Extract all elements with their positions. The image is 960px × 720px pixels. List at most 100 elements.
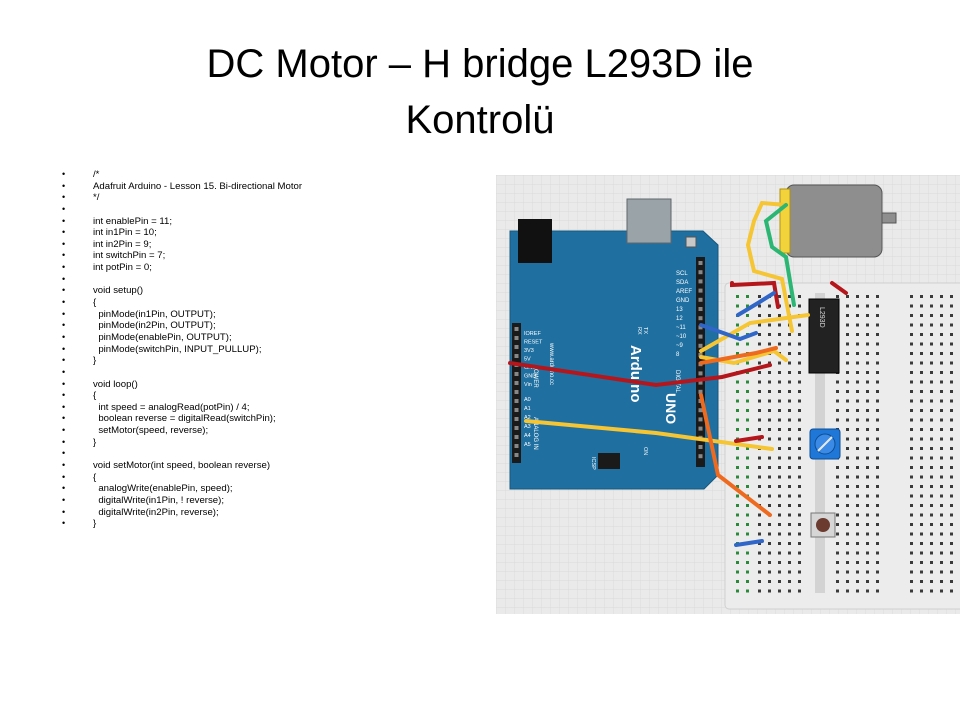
breadboard-hole — [758, 589, 761, 593]
breadboard-hole — [866, 456, 869, 460]
code-line-text: pinMode(enablePin, OUTPUT); — [93, 331, 232, 343]
breadboard-hole — [778, 323, 781, 327]
breadboard-hole — [920, 399, 923, 403]
code-line-text: digitalWrite(in2Pin, reverse); — [93, 506, 219, 518]
code-line-text: } — [93, 355, 97, 367]
power-label: POWER — [532, 365, 538, 388]
breadboard-hole — [940, 314, 943, 317]
breadboard-hole — [798, 380, 801, 384]
bullet-icon: • — [62, 273, 66, 284]
pin-label: IOREF — [524, 331, 541, 337]
analog-label: ANALOG IN — [532, 417, 538, 450]
ic-label: L293D — [818, 307, 825, 328]
breadboard-hole — [876, 513, 879, 517]
bullet-icon: • — [62, 320, 66, 331]
breadboard-hole — [846, 342, 849, 346]
breadboard-hole — [846, 304, 849, 308]
breadboard-hole — [798, 494, 801, 498]
breadboard-hole — [788, 390, 791, 393]
breadboard-hole — [778, 409, 781, 412]
breadboard-hole — [788, 428, 791, 431]
breadboard-hole — [920, 314, 923, 317]
header-pin — [698, 279, 703, 284]
breadboard-hole — [930, 352, 933, 355]
breadboard-hole — [876, 551, 879, 555]
breadboard-hole — [768, 409, 771, 412]
breadboard-hole — [768, 551, 771, 555]
breadboard-hole — [856, 390, 859, 393]
breadboard-hole — [876, 494, 879, 498]
header-pin — [698, 297, 703, 302]
breadboard-hole — [768, 314, 771, 317]
breadboard-hole — [866, 570, 869, 574]
breadboard-hole — [778, 390, 781, 393]
breadboard-hole — [836, 551, 839, 555]
breadboard-hole — [836, 295, 839, 298]
breadboard-hole — [768, 304, 771, 308]
breadboard-hole — [736, 352, 739, 355]
breadboard-hole — [746, 380, 749, 384]
breadboard-hole — [876, 504, 879, 507]
breadboard-hole — [836, 513, 839, 517]
breadboard-hole — [910, 589, 913, 593]
breadboard-hole — [876, 409, 879, 412]
breadboard-hole — [746, 466, 749, 469]
breadboard-hole — [866, 504, 869, 507]
breadboard-hole — [930, 523, 933, 526]
header-pin — [698, 270, 703, 275]
breadboard-hole — [736, 589, 739, 593]
breadboard-hole — [950, 295, 953, 298]
breadboard-hole — [836, 570, 839, 574]
breadboard-hole — [856, 361, 859, 365]
breadboard-hole — [746, 532, 749, 536]
code-line-text: { — [93, 471, 97, 483]
breadboard-hole — [930, 437, 933, 441]
breadboard-hole — [930, 342, 933, 346]
bullet-icon: • — [62, 308, 66, 319]
breadboard-hole — [876, 580, 879, 583]
breadboard-hole — [798, 437, 801, 441]
breadboard-hole — [920, 570, 923, 574]
breadboard-hole — [846, 551, 849, 555]
breadboard-hole — [736, 390, 739, 393]
code-line: • digitalWrite(in2Pin, reverse); — [60, 507, 460, 519]
header-pin — [514, 354, 519, 358]
breadboard-hole — [940, 523, 943, 526]
code-line: •void setup() — [60, 285, 460, 297]
breadboard-hole — [798, 580, 801, 583]
breadboard-hole — [798, 532, 801, 536]
breadboard-hole — [768, 342, 771, 346]
header-pin — [514, 381, 519, 385]
breadboard-hole — [788, 542, 791, 545]
bullet-icon: • — [62, 471, 66, 482]
breadboard-hole — [950, 428, 953, 431]
breadboard-hole — [856, 428, 859, 431]
breadboard-hole — [856, 418, 859, 422]
breadboard-hole — [930, 380, 933, 384]
breadboard-hole — [866, 352, 869, 355]
icsp-header — [598, 453, 620, 469]
breadboard-hole — [910, 418, 913, 422]
breadboard-hole — [910, 399, 913, 403]
breadboard-hole — [950, 589, 953, 593]
breadboard-hole — [788, 551, 791, 555]
breadboard-hole — [758, 361, 761, 365]
code-line-text: void setMotor(int speed, boolean reverse… — [93, 460, 271, 472]
breadboard-hole — [910, 561, 913, 564]
breadboard-hole — [920, 513, 923, 517]
breadboard-hole — [798, 466, 801, 469]
pin-label: 8 — [676, 352, 680, 358]
breadboard-hole — [950, 314, 953, 317]
code-line: • — [60, 274, 460, 286]
bullet-icon: • — [62, 401, 66, 412]
breadboard-hole — [778, 570, 781, 574]
code-line: •int potPin = 0; — [60, 262, 460, 274]
breadboard-hole — [950, 352, 953, 355]
code-line: • setMotor(speed, reverse); — [60, 425, 460, 437]
bullet-icon: • — [62, 227, 66, 238]
header-pin — [698, 417, 703, 422]
breadboard-hole — [778, 523, 781, 526]
breadboard-hole — [856, 494, 859, 498]
breadboard-hole — [910, 323, 913, 327]
breadboard-hole — [758, 314, 761, 317]
